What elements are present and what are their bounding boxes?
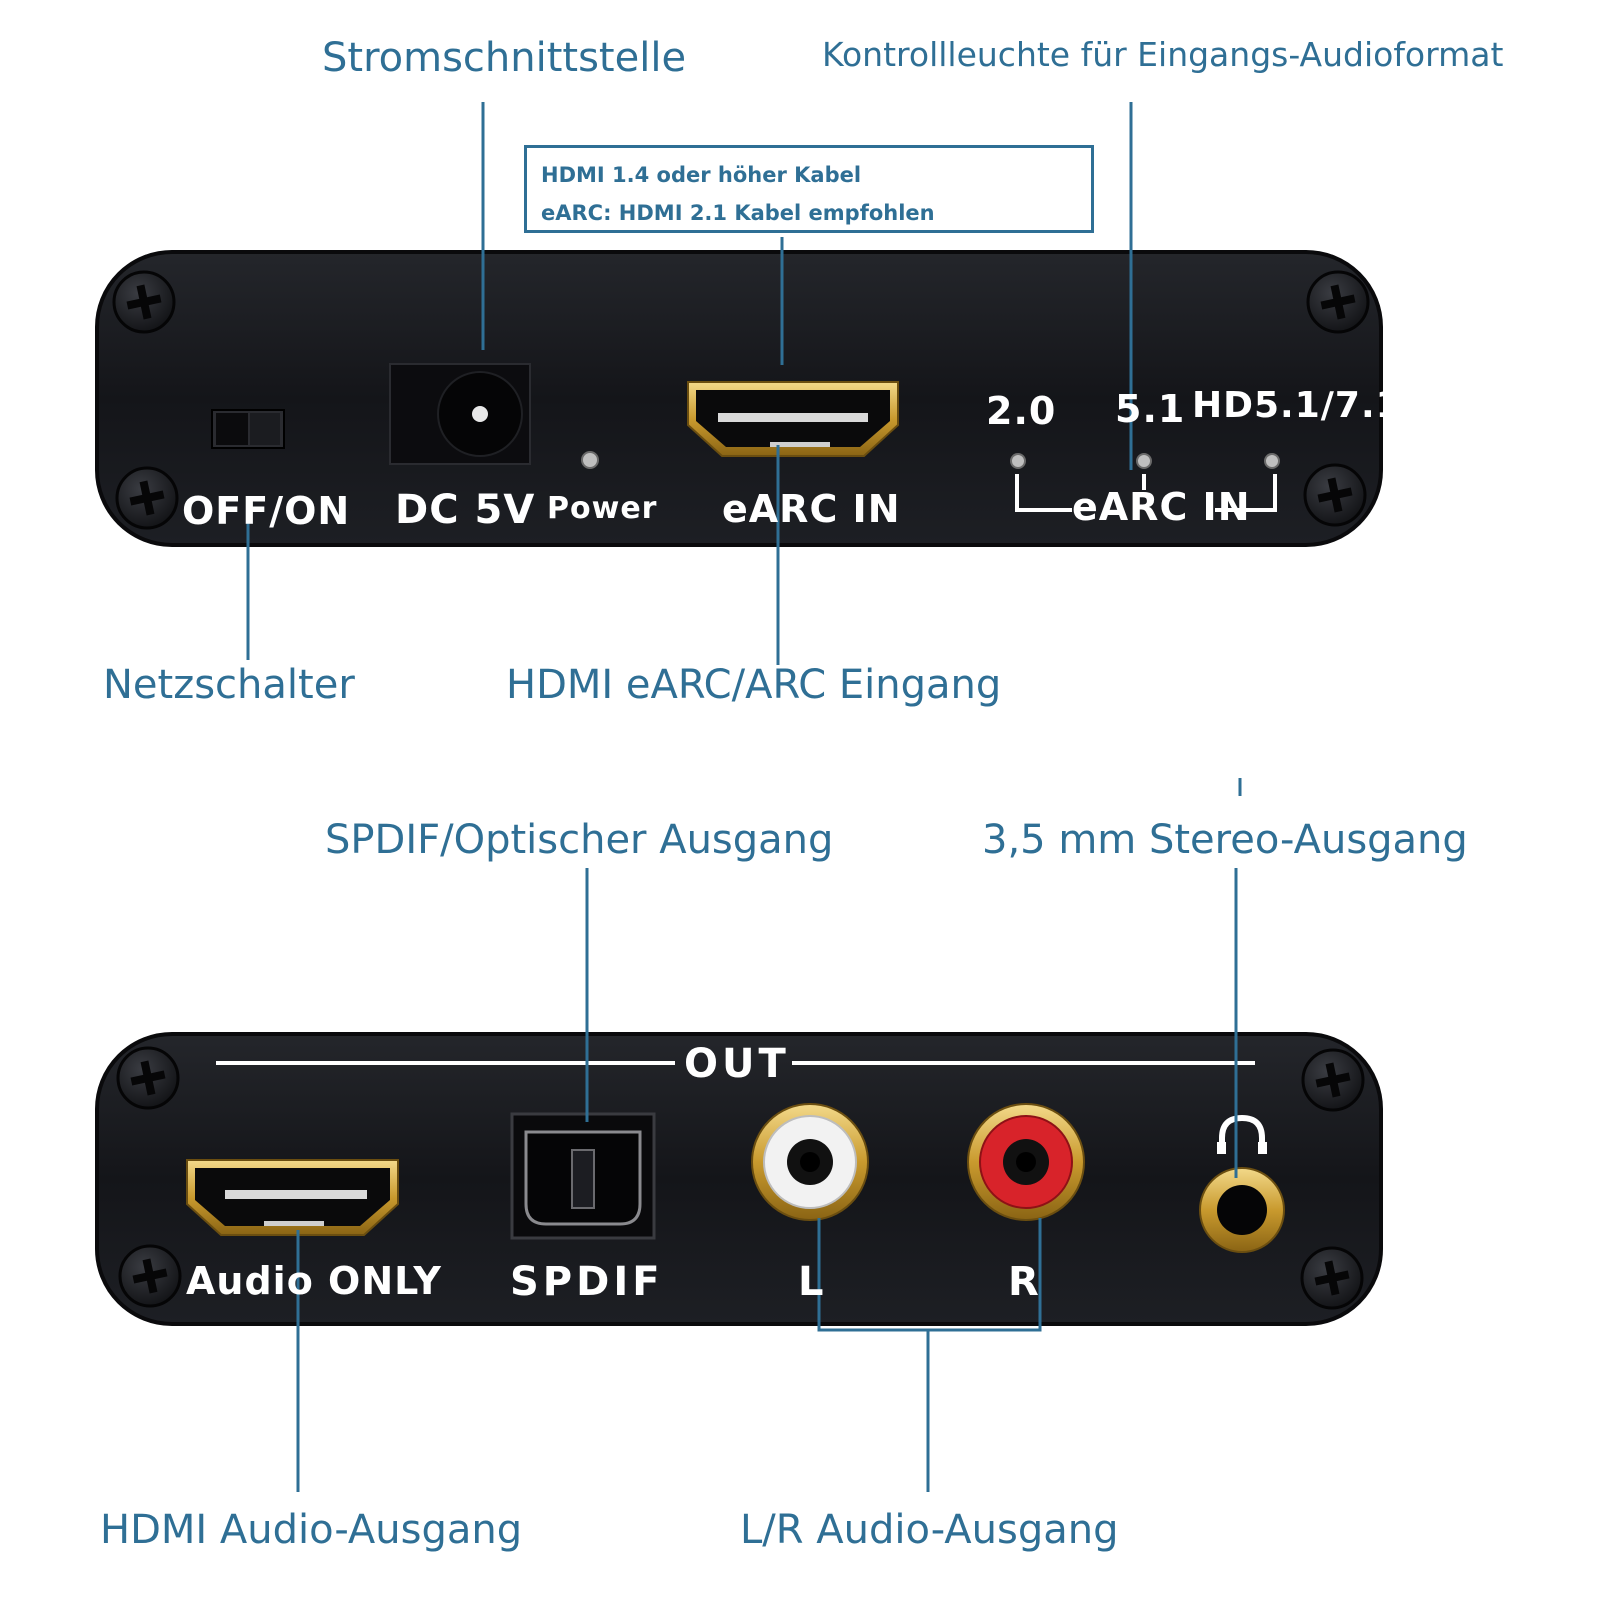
headphones-icon bbox=[1219, 1114, 1265, 1150]
label-out: OUT bbox=[684, 1041, 790, 1087]
callout-power-switch: Netzschalter bbox=[103, 662, 355, 708]
cable-note-box: HDMI 1.4 oder höher Kabel eARC: HDMI 2.1… bbox=[524, 145, 1094, 233]
leader-lines bbox=[246, 102, 1242, 1492]
rca-left-port-icon bbox=[751, 1103, 869, 1221]
screw-icon bbox=[112, 270, 176, 334]
rca-right-port-icon bbox=[967, 1103, 1085, 1221]
label-l: L bbox=[798, 1259, 825, 1305]
label-r: R bbox=[1008, 1259, 1040, 1305]
callout-stereo-out: 3,5 mm Stereo-Ausgang bbox=[982, 817, 1468, 863]
hdmi-output-port-icon bbox=[186, 1159, 399, 1236]
label-audio-only: Audio ONLY bbox=[186, 1259, 442, 1303]
label-power: Power bbox=[547, 491, 658, 526]
cable-note-line1: HDMI 1.4 oder höher Kabel bbox=[541, 163, 862, 187]
label-off-on: OFF/ON bbox=[182, 489, 351, 533]
earc-bracket bbox=[1015, 474, 1277, 512]
screw-icon bbox=[1303, 463, 1367, 527]
screw-icon bbox=[115, 466, 179, 530]
callout-power-port: Stromschnittstelle bbox=[322, 35, 687, 81]
label-dc-5v: DC 5V bbox=[395, 487, 536, 533]
led-51-icon bbox=[1136, 453, 1152, 469]
label-earc-in: eARC IN bbox=[722, 487, 901, 531]
label-fmt-51: 5.1 bbox=[1115, 387, 1186, 431]
label-spdif: SPDIF bbox=[510, 1259, 664, 1305]
screw-icon bbox=[1306, 270, 1370, 334]
cable-note-line2: eARC: HDMI 2.1 Kabel empfohlen bbox=[541, 201, 935, 225]
hdmi-input-port-icon bbox=[687, 381, 899, 457]
callout-optical-out: SPDIF/Optischer Ausgang bbox=[325, 817, 834, 863]
dc-jack-icon bbox=[389, 363, 531, 465]
callout-format-indicator: Kontrollleuchte für Eingangs-Audioformat bbox=[822, 35, 1504, 74]
callout-hdmi-out: HDMI Audio-Ausgang bbox=[100, 1507, 523, 1553]
optical-port-icon bbox=[510, 1112, 656, 1240]
power-led-icon bbox=[581, 451, 599, 469]
power-switch-icon bbox=[211, 409, 285, 449]
led-20-icon bbox=[1010, 453, 1026, 469]
label-fmt-hd: HD5.1/7.1 bbox=[1192, 385, 1402, 426]
screw-icon bbox=[1300, 1246, 1364, 1310]
label-fmt-20: 2.0 bbox=[986, 389, 1057, 433]
screw-icon bbox=[118, 1244, 182, 1308]
bottom-panel bbox=[95, 1032, 1383, 1326]
screw-icon bbox=[116, 1046, 180, 1110]
stereo-jack-icon bbox=[1199, 1167, 1285, 1253]
callout-hdmi-input: HDMI eARC/ARC Eingang bbox=[506, 662, 1002, 708]
screw-icon bbox=[1301, 1048, 1365, 1112]
label-earc-in-group: eARC IN bbox=[1072, 485, 1251, 529]
callout-lr-out: L/R Audio-Ausgang bbox=[740, 1507, 1119, 1553]
led-hd-icon bbox=[1264, 453, 1280, 469]
